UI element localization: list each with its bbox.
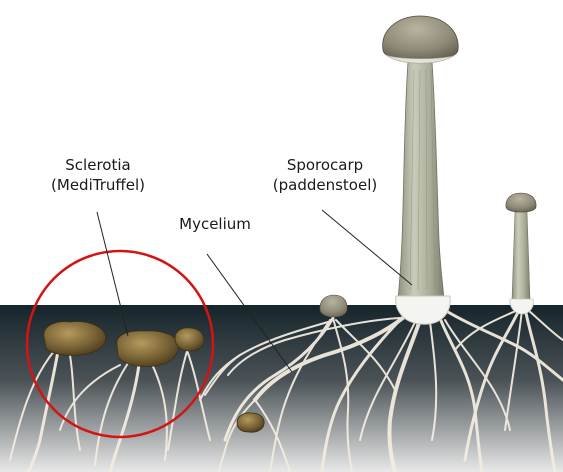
sclerotium-3 bbox=[174, 327, 205, 352]
small-right-cap bbox=[505, 192, 537, 213]
sporocarp-label: Sporocarp (paddenstoel) bbox=[255, 155, 395, 195]
sclerotia-label-line1: Sclerotia bbox=[65, 156, 131, 174]
mycelium-leader-line bbox=[206, 253, 293, 373]
mycelium-label: Mycelium bbox=[179, 215, 251, 233]
sclerotia-leader-line bbox=[96, 211, 129, 337]
sclerotia-highlight-circle bbox=[25, 249, 215, 439]
mycelium-network bbox=[9, 306, 563, 472]
sporocarp-large bbox=[382, 15, 459, 325]
sporocarp-label-line1: Sporocarp bbox=[286, 156, 364, 174]
sporocarp-label-line2: (paddenstoel) bbox=[272, 176, 378, 194]
small-right-volva bbox=[509, 298, 534, 315]
sporocarp-small-left bbox=[319, 294, 348, 318]
leader-lines bbox=[96, 209, 413, 373]
large-gills bbox=[385, 54, 456, 64]
sporocarp-leader-line bbox=[321, 209, 413, 286]
small-left-cap bbox=[319, 294, 348, 318]
sclerotia-label: Sclerotia (MediTruffel) bbox=[33, 155, 163, 195]
large-stem bbox=[397, 61, 445, 299]
small-right-stem bbox=[511, 211, 531, 301]
sclerotium-4 bbox=[236, 412, 265, 433]
large-cap bbox=[382, 15, 459, 61]
sporocarp-small-right bbox=[505, 192, 537, 315]
sclerotium-2 bbox=[116, 330, 179, 367]
large-volva bbox=[395, 295, 451, 325]
sclerotia-label-line2: (MediTruffel) bbox=[51, 176, 145, 194]
sclerotia-group bbox=[43, 321, 265, 433]
sclerotium-1 bbox=[43, 321, 107, 356]
